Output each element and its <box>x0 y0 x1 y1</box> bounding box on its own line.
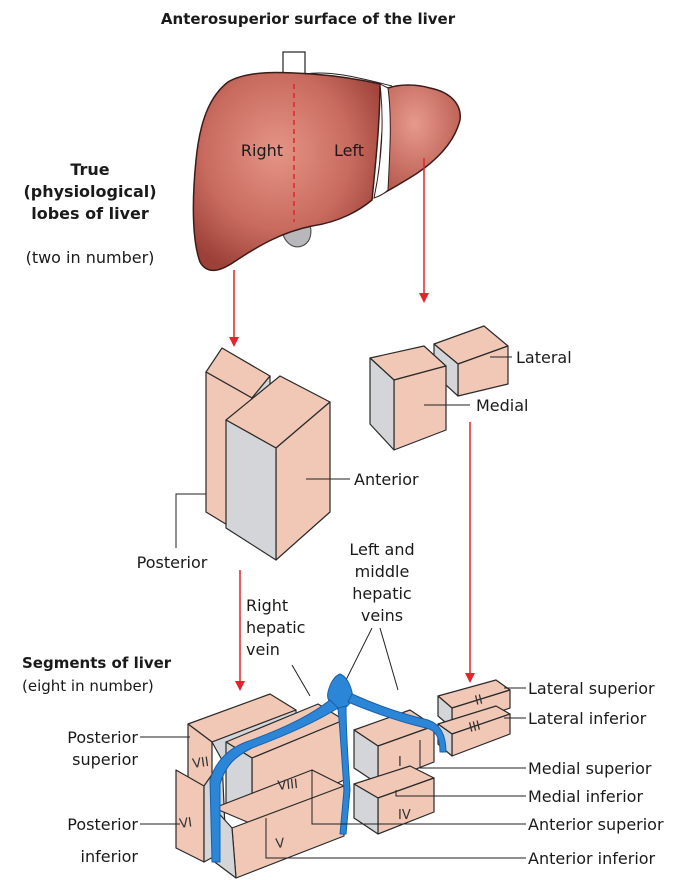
numeral-iv: IV <box>398 808 411 823</box>
anterior-superior-label: Anterior superior <box>528 815 664 834</box>
true-lobes-heading: True (physiological) lobes of liver (two… <box>23 160 156 267</box>
posterior-superior-line2: superior <box>72 750 138 769</box>
true-lobes-line2: (physiological) <box>23 182 156 201</box>
right-vein-line1: Right <box>246 596 288 615</box>
anterior-inferior-label: Anterior inferior <box>528 849 656 868</box>
left-lobe-label: Left <box>334 141 364 160</box>
numeral-i: I <box>398 755 402 770</box>
posterior-inferior-line2: inferior <box>81 847 139 866</box>
medial-inferior-label: Medial inferior <box>528 787 643 806</box>
lm-vein-line2: middle <box>355 562 410 581</box>
numeral-vii: VII <box>191 755 209 772</box>
medial-superior-label: Medial superior <box>528 759 652 778</box>
posterior-superior-line1: Posterior <box>67 728 138 747</box>
diagram-title: Anterosuperior surface of the liver <box>161 10 456 28</box>
numeral-viii: VIII <box>277 777 299 794</box>
numeral-vi: VI <box>178 815 193 832</box>
segments-heading: Segments of liver <box>22 654 172 672</box>
right-vein-line2: hepatic <box>246 618 305 637</box>
liver-illustration: Right Left <box>193 52 460 270</box>
posterior-label: Posterior <box>137 553 208 572</box>
left-middle-hepatic-veins-label: Left and middle hepatic veins <box>349 540 414 625</box>
lateral-superior-label: Lateral superior <box>528 679 655 698</box>
anterior-label: Anterior <box>354 470 419 489</box>
posterior-inferior-line1: Posterior <box>67 815 138 834</box>
right-vein-line3: vein <box>246 640 280 659</box>
true-lobes-line3: lobes of liver <box>31 204 149 223</box>
true-lobes-count: (two in number) <box>26 248 155 267</box>
lateral-inferior-label: Lateral inferior <box>528 709 647 728</box>
lm-vein-line3: hepatic <box>352 584 411 603</box>
right-lobe-label: Right <box>241 141 283 160</box>
right-lobe-division-blocks <box>206 348 330 560</box>
lm-vein-line4: veins <box>361 606 403 625</box>
left-lobe-division-blocks <box>370 326 508 450</box>
right-hepatic-vein-label: Right hepatic vein <box>246 596 305 659</box>
lateral-label: Lateral <box>516 348 572 367</box>
numeral-v: V <box>275 836 286 852</box>
lm-vein-line1: Left and <box>349 540 414 559</box>
medial-block-front <box>394 366 446 450</box>
segments-count: (eight in number) <box>22 677 154 695</box>
medial-label: Medial <box>476 396 529 415</box>
true-lobes-line1: True <box>70 160 109 179</box>
